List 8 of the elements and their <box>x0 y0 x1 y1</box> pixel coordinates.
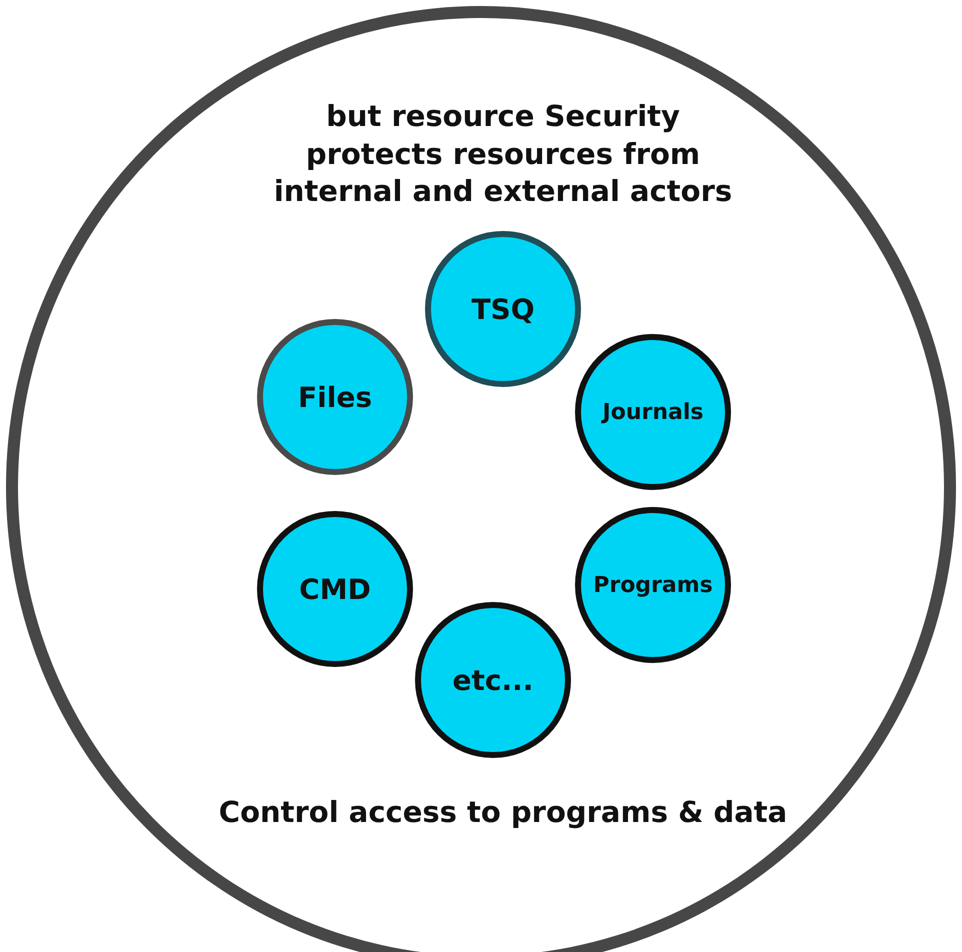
heading-text: but resource Security protects resources from internal and external actors <box>272 98 734 210</box>
resource-circle: Journals <box>575 334 731 490</box>
resource-circle: TSQ <box>425 231 581 387</box>
resource-circle: Files <box>257 319 413 475</box>
resource-circle: Programs <box>575 507 731 663</box>
resource-circle: etc... <box>415 602 571 758</box>
resource-circle: CMD <box>257 511 413 667</box>
caption-text: Control access to programs & data <box>218 794 788 831</box>
